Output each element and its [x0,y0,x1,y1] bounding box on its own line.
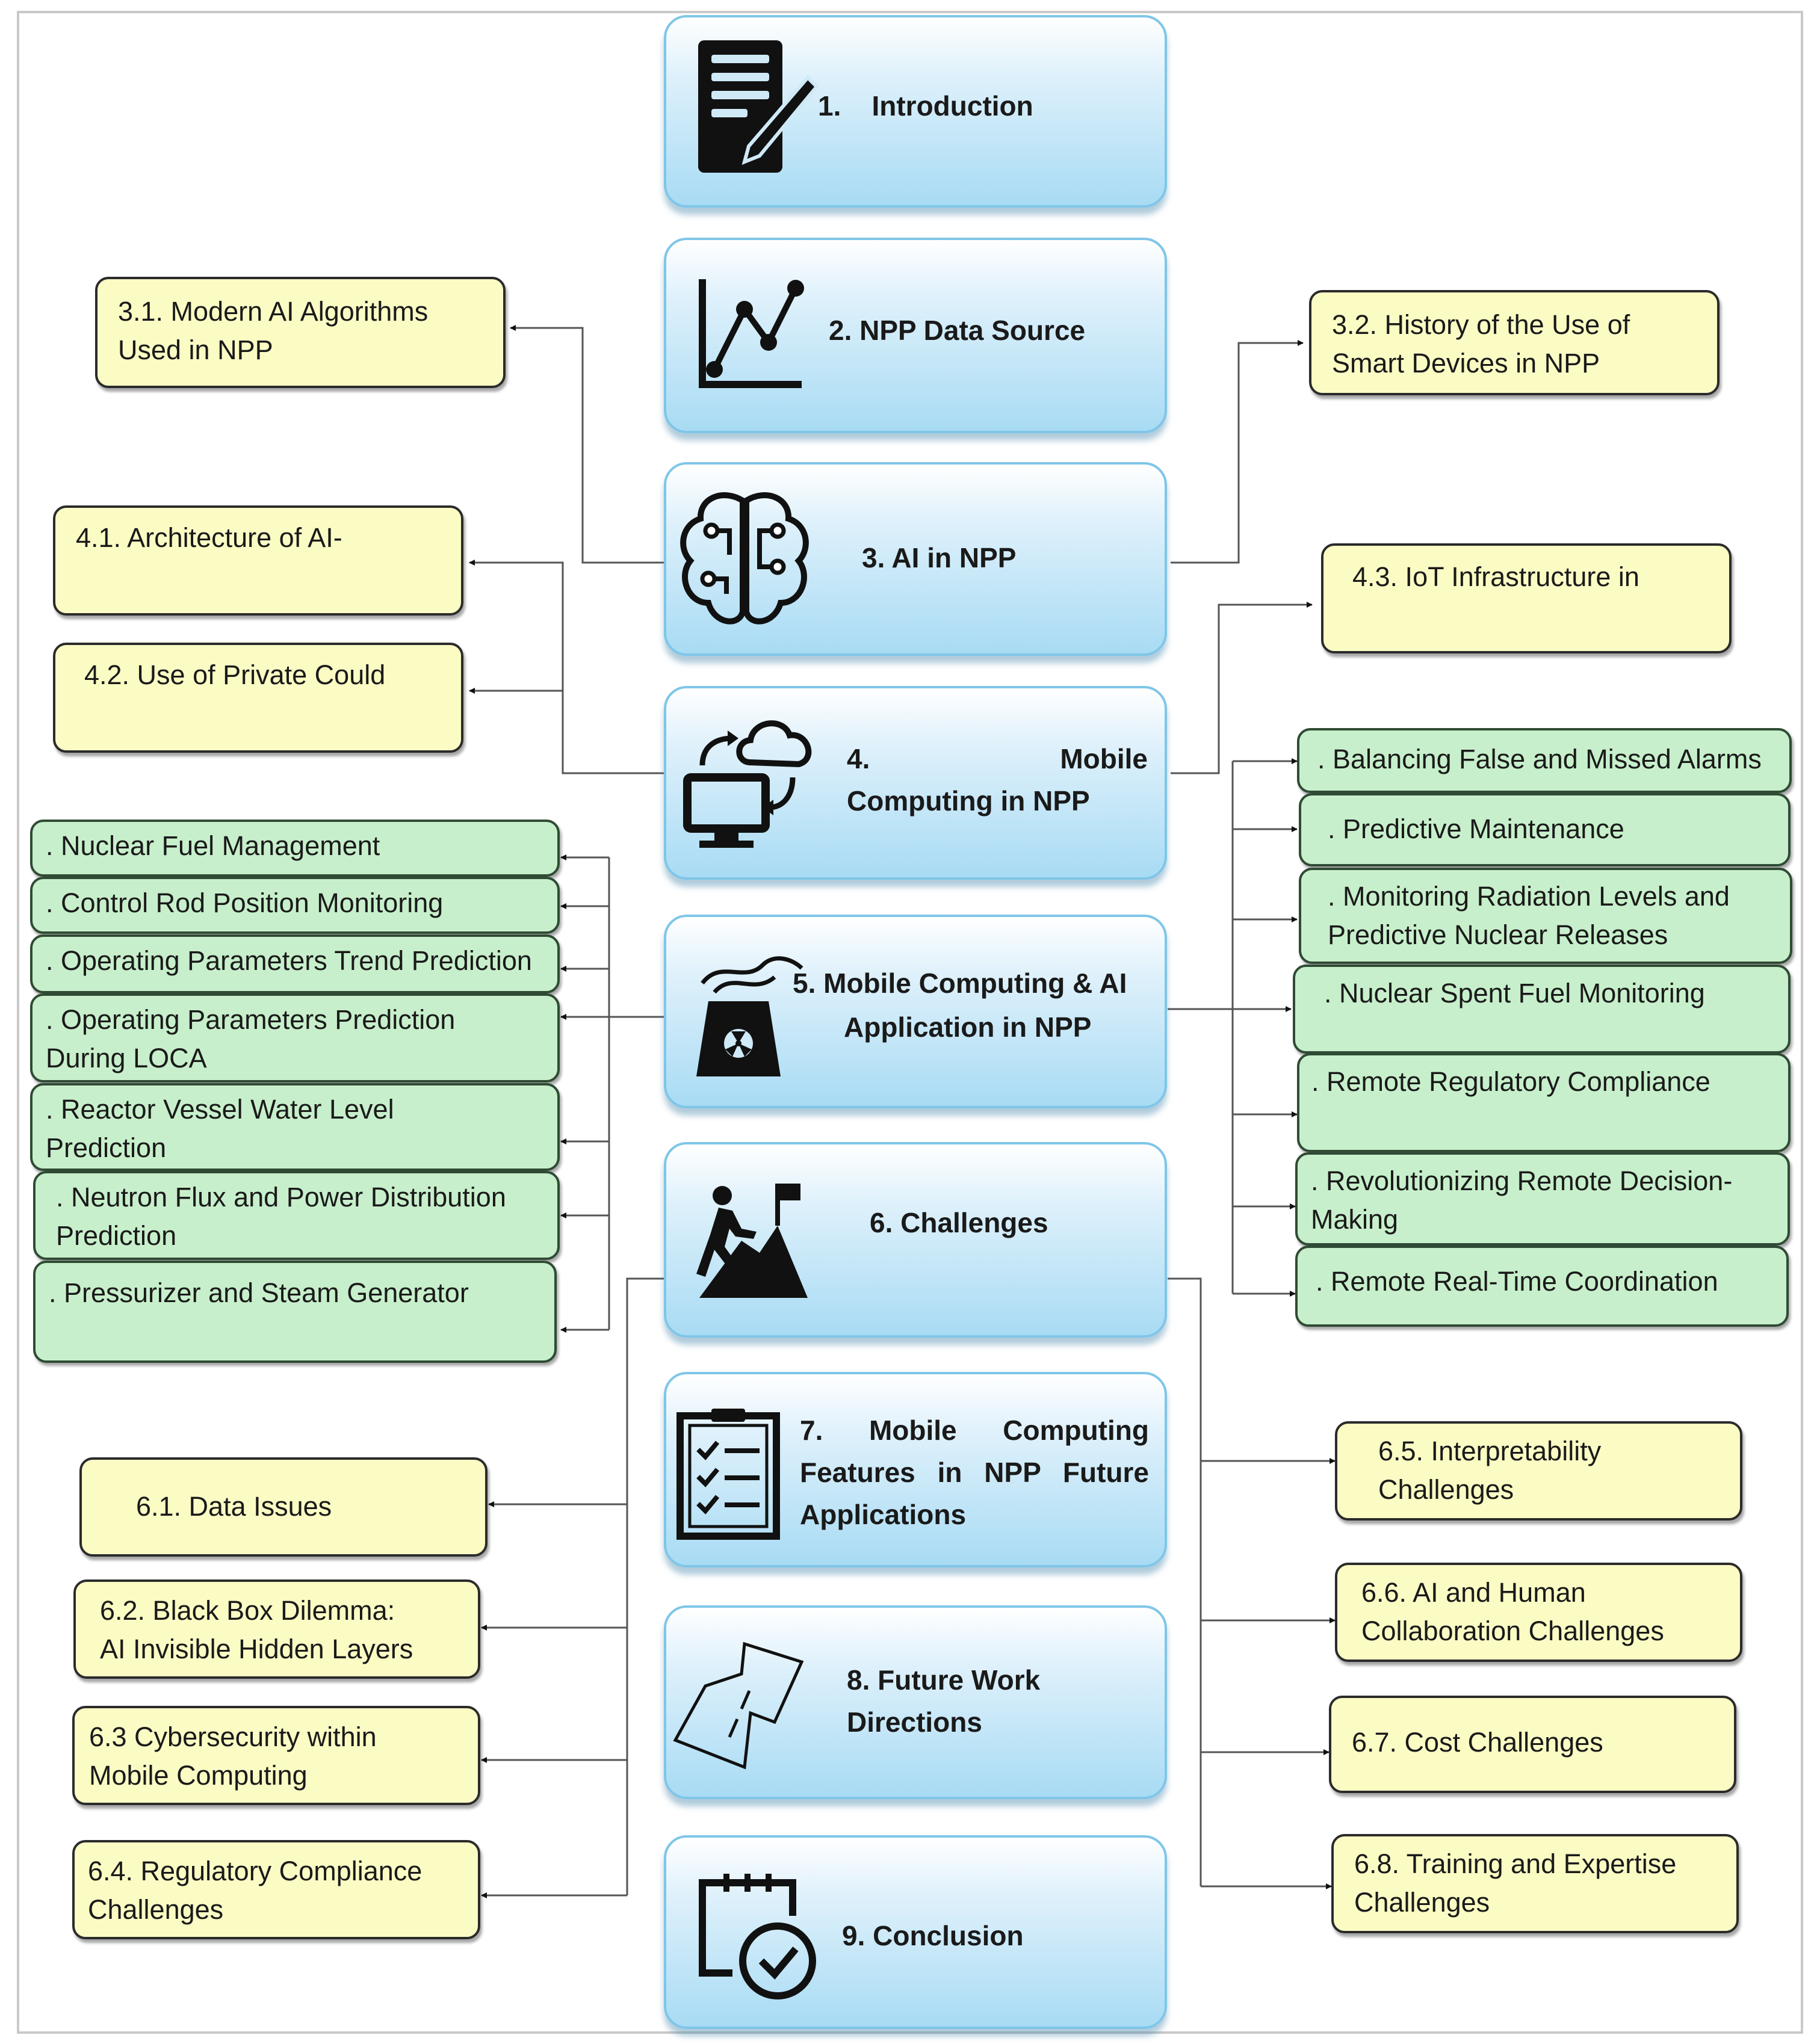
nuclear-plant-icon [696,956,803,1076]
application-item[interactable]: . Nuclear Spent Fuel Monitoring [1293,965,1791,1054]
link-3-to-3.1 [510,325,665,564]
section-title: 1. Introduction [818,90,1033,122]
application-item[interactable]: . Remote Regulatory Compliance [1297,1053,1791,1152]
challenge-6.5[interactable]: 6.5. Interpretability Challenges [1335,1421,1742,1521]
application-item[interactable]: . Monitoring Radiation Levels and Predic… [1299,868,1792,964]
challenge-6.6[interactable]: 6.6. AI and Human Collaboration Challeng… [1335,1563,1742,1662]
section-title: 5. Mobile Computing & AI [793,968,1127,999]
application-item[interactable]: . Remote Real-Time Coordination [1295,1246,1789,1327]
subsection-3.2[interactable]: 3.2. History of the Use of Smart Devices… [1309,290,1720,395]
challenge-6.2[interactable]: 6.2. Black Box Dilemma: AI Invisible Hid… [73,1579,480,1679]
challenge-6.1[interactable]: 6.1. Data Issues [79,1457,488,1557]
section-title-line2: Application in NPP [844,1011,1092,1043]
diagram-frame [17,11,1803,2034]
application-item[interactable]: . Control Rod Position Monitoring [30,877,560,934]
section-title: 2. NPP Data Source [829,315,1086,346]
application-item[interactable]: . Balancing False and Missed Alarms [1297,728,1792,793]
section-title-line2: Computing in NPP [847,785,1090,817]
subsection-4.2[interactable]: 4.2. Use of Private Could [53,643,463,753]
calendar-check-icon [699,1874,816,1999]
section-title: 9. Conclusion [842,1920,1024,1951]
link-4-to-4.3 [1171,602,1313,774]
link-5-left-trunk [608,857,665,1330]
section-title: 4. Mobile [847,743,1148,774]
section-title-line2: Directions [847,1706,982,1738]
section-future-applications[interactable]: 7. Mobile Computing Features in NPP Futu… [664,1372,1167,1567]
section-npp-data-source[interactable]: 2. NPP Data Source [664,238,1167,433]
application-item[interactable]: . Operating Parameters Prediction During… [30,993,560,1082]
section-challenges[interactable]: 6. Challenges [664,1142,1167,1338]
application-item[interactable]: . Predictive Maintenance [1299,793,1791,866]
cloud-computer-icon [683,720,812,848]
section-title: 7. Mobile Computing [800,1415,1149,1446]
application-item[interactable]: . Operating Parameters Trend Prediction [30,934,560,993]
application-item[interactable]: . Revolutionizing Remote Decision- Makin… [1295,1152,1790,1246]
challenge-6.7[interactable]: 6.7. Cost Challenges [1329,1696,1736,1793]
section-conclusion[interactable]: 9. Conclusion [664,1835,1167,2029]
section-introduction[interactable]: 1. Introduction [664,15,1167,208]
challenge-6.8[interactable]: 6.8. Training and Expertise Challenges [1331,1834,1739,1933]
checklist-icon [676,1409,780,1540]
section-title: 3. AI in NPP [862,542,1017,573]
road-arrow-icon [673,1641,804,1770]
challenge-6.4[interactable]: 6.4. Regulatory Compliance Challenges [72,1840,480,1939]
link-3-to-3.2 [1171,340,1304,564]
section-title-line2: Features in NPP Future [800,1457,1149,1488]
section-mobile-ai-applications[interactable]: 5. Mobile Computing & AI Application in … [664,915,1167,1108]
subsection-4.3[interactable]: 4.3. IoT Infrastructure in [1321,543,1732,653]
application-item[interactable]: . Reactor Vessel Water Level Prediction [30,1083,560,1171]
brain-circuit-icon [680,492,809,625]
section-ai-in-npp[interactable]: 3. AI in NPP [664,462,1167,656]
challenge-6.3[interactable]: 6.3 Cybersecurity within Mobile Computin… [72,1706,480,1805]
link-6-right-trunk [1168,1277,1202,1886]
section-future-work[interactable]: 8. Future Work Directions [664,1605,1167,1799]
application-item[interactable]: . Nuclear Fuel Management [30,820,560,877]
section-title-line3: Applications [800,1499,967,1530]
section-title: 6. Challenges [870,1207,1048,1238]
line-chart-icon [699,279,804,388]
subsection-3.1[interactable]: 3.1. Modern AI Algorithms Used in NPP [95,277,506,388]
link-5-right-trunk [1168,761,1234,1294]
section-mobile-computing[interactable]: 4. Mobile Computing in NPP [664,686,1167,880]
application-item[interactable]: . Pressurizer and Steam Generator [33,1261,557,1363]
subsection-4.1[interactable]: 4.1. Architecture of AI- [53,505,463,616]
application-item[interactable]: . Neutron Flux and Power Distribution Pr… [33,1171,560,1260]
document-pen-icon [698,40,820,173]
link-6-left-trunk [626,1277,665,1895]
section-title: 8. Future Work [847,1664,1041,1696]
link-4-to-4.1 [469,560,665,774]
climber-flag-icon [696,1184,808,1298]
